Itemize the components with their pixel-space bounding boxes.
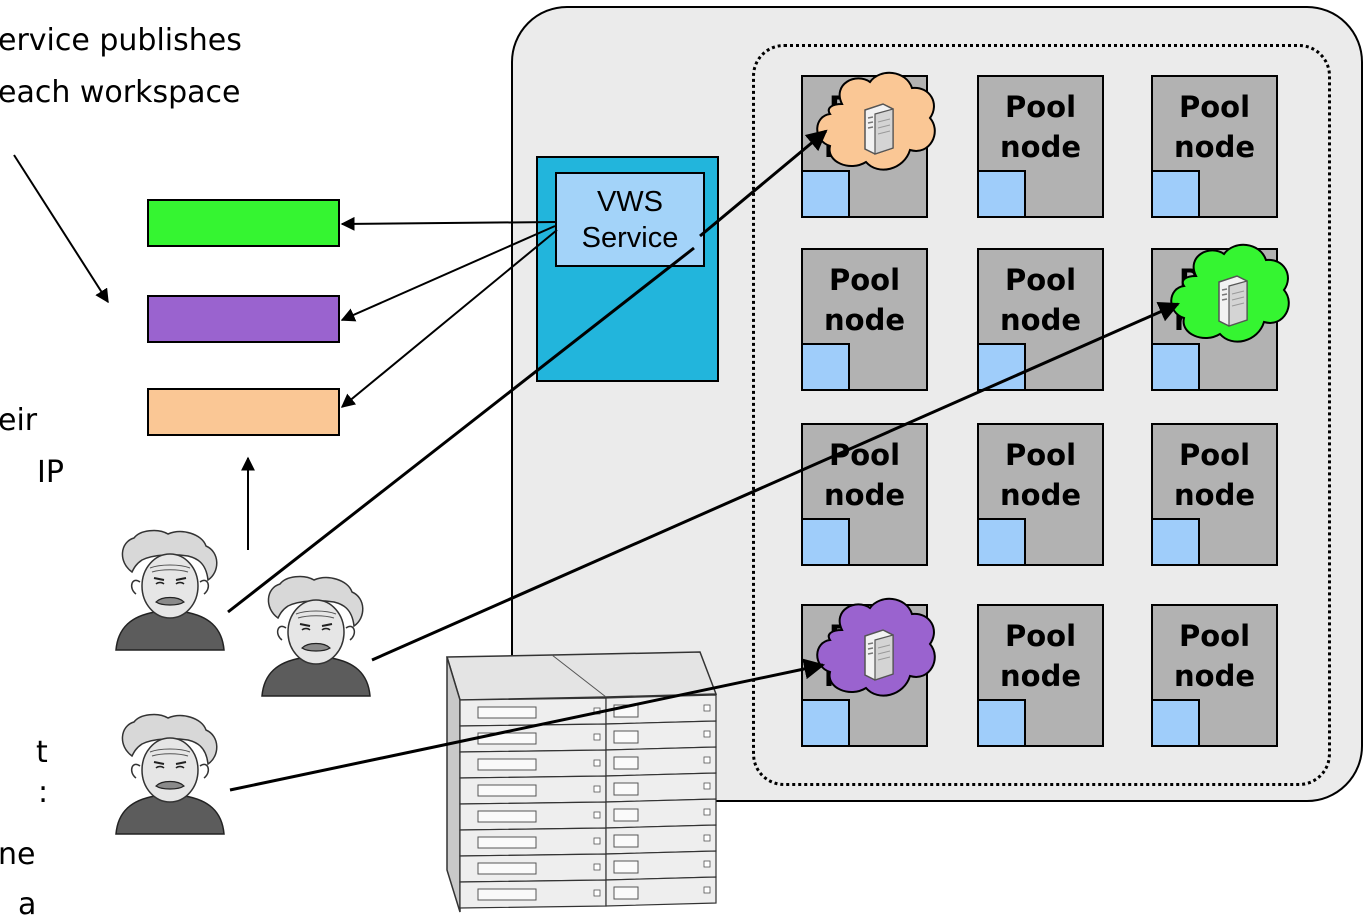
- pool-node-label: Pool node: [824, 438, 905, 512]
- pool-node-chip: [801, 170, 850, 218]
- pool-boundary: [752, 44, 1331, 786]
- caption-bottom-line2: :: [38, 775, 49, 810]
- pool-node: Pool node: [977, 423, 1104, 566]
- pool-node-chip: [801, 699, 850, 747]
- caption-ip-line1: eir: [0, 403, 38, 438]
- pool-node-label: Pool node: [1174, 90, 1255, 164]
- pool-node: Pool node: [1151, 75, 1278, 218]
- pool-node-chip: [977, 170, 1026, 218]
- user-einstein-3-icon: [115, 713, 225, 835]
- workspace-bar-green: [147, 199, 340, 247]
- user-einstein-2-icon: [261, 575, 371, 697]
- pool-node-chip: [1151, 343, 1200, 391]
- caption-publishes-line1: ervice publishes: [0, 23, 242, 58]
- pool-node-chip: [1151, 699, 1200, 747]
- workspace-bar-orange: [147, 388, 340, 436]
- pool-node-label: Pool node: [1000, 438, 1081, 512]
- pool-node-label: Pool node: [824, 263, 905, 337]
- pool-node-chip: [1151, 518, 1200, 566]
- pool-node-label: Pool node: [1000, 90, 1081, 164]
- pool-node: Pool node: [977, 75, 1104, 218]
- pool-node-chip: [977, 699, 1026, 747]
- pool-node-chip: [1151, 170, 1200, 218]
- vws-service-box: VWS Service: [555, 172, 705, 267]
- server-rack-icon: [445, 651, 718, 913]
- caption-bottom-line3: ne: [0, 837, 36, 872]
- pool-node-chip: [801, 343, 850, 391]
- pool-node-chip: [801, 518, 850, 566]
- caption-publishes-line2: each workspace: [0, 75, 241, 110]
- vm-cloud-green-icon: [1170, 244, 1290, 343]
- caption-bottom-line1: t: [36, 735, 48, 770]
- pool-node: Pool node: [801, 423, 928, 566]
- pool-node: Pool node: [801, 248, 928, 391]
- caption-ip-line2: IP: [37, 455, 64, 490]
- workspace-bar-purple: [147, 295, 340, 343]
- pool-node-label: Pool node: [1000, 263, 1081, 337]
- vm-cloud-purple-icon: [816, 598, 936, 697]
- pool-node: Pool node: [1151, 604, 1278, 747]
- user-einstein-1-icon: [115, 529, 225, 651]
- caption-bottom-line4: a: [18, 887, 37, 922]
- pool-node-chip: [977, 518, 1026, 566]
- pool-node-label: Pool node: [1174, 438, 1255, 512]
- pool-node: Pool node: [977, 604, 1104, 747]
- pool-node: Pool node: [1151, 423, 1278, 566]
- pool-node: Pool node: [977, 248, 1104, 391]
- pool-node-label: Pool node: [1174, 619, 1255, 693]
- vm-cloud-orange-icon: [816, 72, 936, 171]
- pool-node-label: Pool node: [1000, 619, 1081, 693]
